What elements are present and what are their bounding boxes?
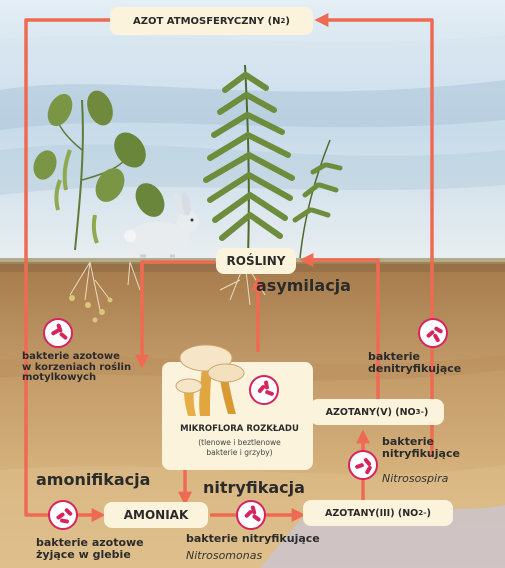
nitrates-close: ) bbox=[424, 407, 428, 418]
bacteria-icon bbox=[236, 500, 266, 530]
nitrates-label: AZOTANY(V) (NO bbox=[326, 407, 416, 418]
bacteria-icon bbox=[43, 318, 73, 348]
decomposers-note-line-1: (tlenowe i beztlenowe bbox=[167, 438, 312, 448]
decomposers-note: (tlenowe i beztlenowe bakterie i grzyby) bbox=[167, 438, 312, 458]
denitrifying-line-2: denitryfikujące bbox=[368, 363, 461, 375]
nitrosomonas-label: Nitrosomonas bbox=[186, 549, 262, 562]
root-nodule-line-1: bakterie azotowe bbox=[22, 352, 131, 363]
root-nodule-bacteria-label: bakterie azotowe w korzeniach roślin mot… bbox=[22, 352, 131, 384]
ammonia-box: AMONIAK bbox=[104, 502, 208, 528]
soil-fixing-bacteria-label: bakterie azotowe żyjące w glebie bbox=[36, 537, 144, 560]
nitrification-label: nitryfikacja bbox=[203, 478, 305, 497]
nitrifying-right-line-1: bakterie bbox=[382, 436, 460, 448]
decomposers-note-line-2: bakterie i grzyby) bbox=[167, 448, 312, 458]
ammonification-label: amonifikacja bbox=[36, 470, 150, 489]
ammonia-label: AMONIAK bbox=[124, 508, 189, 522]
root-nodule-line-3: motylkowych bbox=[22, 373, 131, 384]
mushroom-icon bbox=[170, 328, 250, 418]
atmospheric-nitrogen-label: AZOT ATMOSFERYCZNY (N bbox=[133, 16, 281, 27]
nitrifying-bacteria-bottom-label: bakterie nitryfikujące bbox=[186, 533, 320, 545]
soil-fixing-line-1: bakterie azotowe bbox=[36, 537, 144, 549]
nitrosospira-label: Nitrosospira bbox=[382, 472, 448, 485]
nitrifying-right-line-2: nitryfikujące bbox=[382, 448, 460, 460]
decomposers-title: MIKROFLORA ROZKŁADU bbox=[167, 425, 312, 434]
plants-label: ROŚLINY bbox=[227, 254, 286, 268]
nitrites-label: AZOTANY(III) (NO bbox=[325, 508, 418, 519]
plants-box: ROŚLINY bbox=[216, 248, 296, 274]
bacteria-icon bbox=[48, 500, 78, 530]
bacteria-icon bbox=[249, 375, 279, 405]
denitrifying-bacteria-label: bakterie denitryfikujące bbox=[368, 351, 461, 374]
bacteria-icon bbox=[348, 450, 378, 480]
assimilation-label: asymilacja bbox=[256, 276, 351, 295]
bacteria-icon bbox=[418, 318, 448, 348]
nitrites-close: ) bbox=[427, 508, 431, 519]
soil-fixing-line-2: żyjące w glebie bbox=[36, 549, 144, 561]
nitrifying-bacteria-right-label: bakterie nitryfikujące bbox=[382, 436, 460, 459]
denitrifying-line-1: bakterie bbox=[368, 351, 461, 363]
atmospheric-nitrogen-close: ) bbox=[285, 16, 290, 27]
